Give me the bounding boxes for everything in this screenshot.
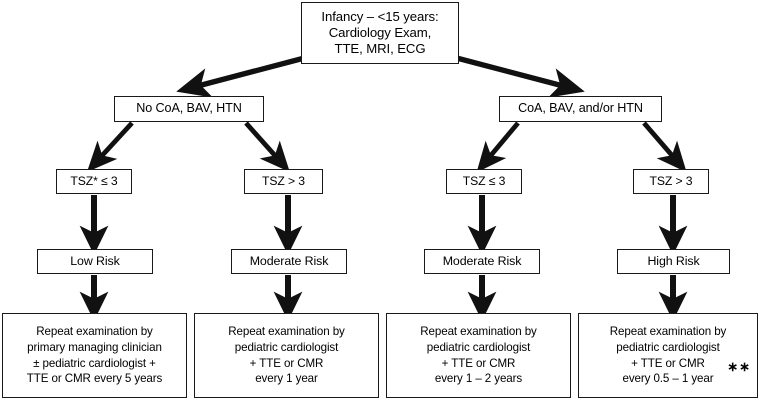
arrow-root-to-right <box>448 53 585 98</box>
node-tsz-gt-3-left: TSZ > 3 <box>244 169 323 194</box>
node-moderate-risk-left: Moderate Risk <box>231 249 347 274</box>
node-recommendation-high: Repeat examination by pediatric cardiolo… <box>578 313 758 398</box>
root-line-2: Cardiology Exam, <box>328 24 432 40</box>
rec-line-3: + TTE or CMR <box>631 356 705 370</box>
node-low-risk: Low Risk <box>37 249 153 274</box>
node-recommendation-moderate-left: Repeat examination by pediatric cardiolo… <box>194 313 379 398</box>
node-high-risk: High Risk <box>617 249 730 274</box>
rec-line-2: pediatric cardiologist <box>234 340 339 354</box>
node-recommendation-moderate-right: Repeat examination by pediatric cardiolo… <box>386 313 571 398</box>
arrow-right-to-tsz-le3 <box>476 121 520 173</box>
rec-line-2: pediatric cardiologist <box>426 340 531 354</box>
node-label: No CoA, BAV, HTN <box>136 101 242 116</box>
arrow-root-to-left <box>176 53 313 98</box>
rec-line-3: + TTE or CMR <box>441 356 516 370</box>
rec-line-2: primary managing clinician <box>27 340 162 354</box>
rec-line-2: pediatric cardiologist <box>616 340 720 354</box>
footnote-double-asterisk: ∗∗ <box>727 359 751 374</box>
node-coa-bav-andor-htn: CoA, BAV, and/or HTN <box>499 96 662 122</box>
node-label: CoA, BAV, and/or HTN <box>518 101 643 116</box>
rec-line-4: TTE or CMR every 5 years <box>26 372 163 386</box>
node-label: TSZ > 3 <box>262 174 305 189</box>
root-line-3: TTE, MRI, ECG <box>334 41 426 57</box>
node-label: TSZ* ≤ 3 <box>70 174 118 189</box>
root-node: Infancy – <15 years: Cardiology Exam, TT… <box>301 2 459 64</box>
node-label: Moderate Risk <box>249 253 329 268</box>
rec-line-4: every 0.5 – 1 year <box>622 372 714 386</box>
node-tsz-star-le-3: TSZ* ≤ 3 <box>56 169 132 194</box>
arrow-left-to-tsz-le3 <box>86 121 134 173</box>
rec-line-4: every 1 year <box>255 372 318 386</box>
node-label: Low Risk <box>70 253 120 268</box>
rec-line-1: Repeat examination by <box>36 325 153 339</box>
node-label: Moderate Risk <box>442 253 522 268</box>
node-label: TSZ > 3 <box>649 174 693 189</box>
arrow-right-to-tsz-gt3 <box>642 121 687 173</box>
node-moderate-risk-right: Moderate Risk <box>424 249 540 274</box>
rec-line-3: + TTE or CMR <box>249 356 324 370</box>
rec-line-1: Repeat examination by <box>228 325 345 339</box>
node-label: High Risk <box>647 253 700 268</box>
node-no-coa-bav-htn: No CoA, BAV, HTN <box>114 96 264 122</box>
node-tsz-le-3-right: TSZ ≤ 3 <box>446 169 522 194</box>
arrow-left-to-tsz-gt3 <box>244 121 290 173</box>
node-recommendation-low: Repeat examination by primary managing c… <box>2 313 187 398</box>
rec-line-3: ± pediatric cardiologist + <box>33 356 156 370</box>
node-label: TSZ ≤ 3 <box>462 174 506 189</box>
rec-line-1: Repeat examination by <box>420 325 537 339</box>
rec-line-1: Repeat examination by <box>609 325 727 339</box>
node-tsz-gt-3-right: TSZ > 3 <box>633 169 709 194</box>
rec-line-4: every 1 – 2 years <box>434 372 523 386</box>
root-line-1: Infancy – <15 years: <box>321 8 439 24</box>
